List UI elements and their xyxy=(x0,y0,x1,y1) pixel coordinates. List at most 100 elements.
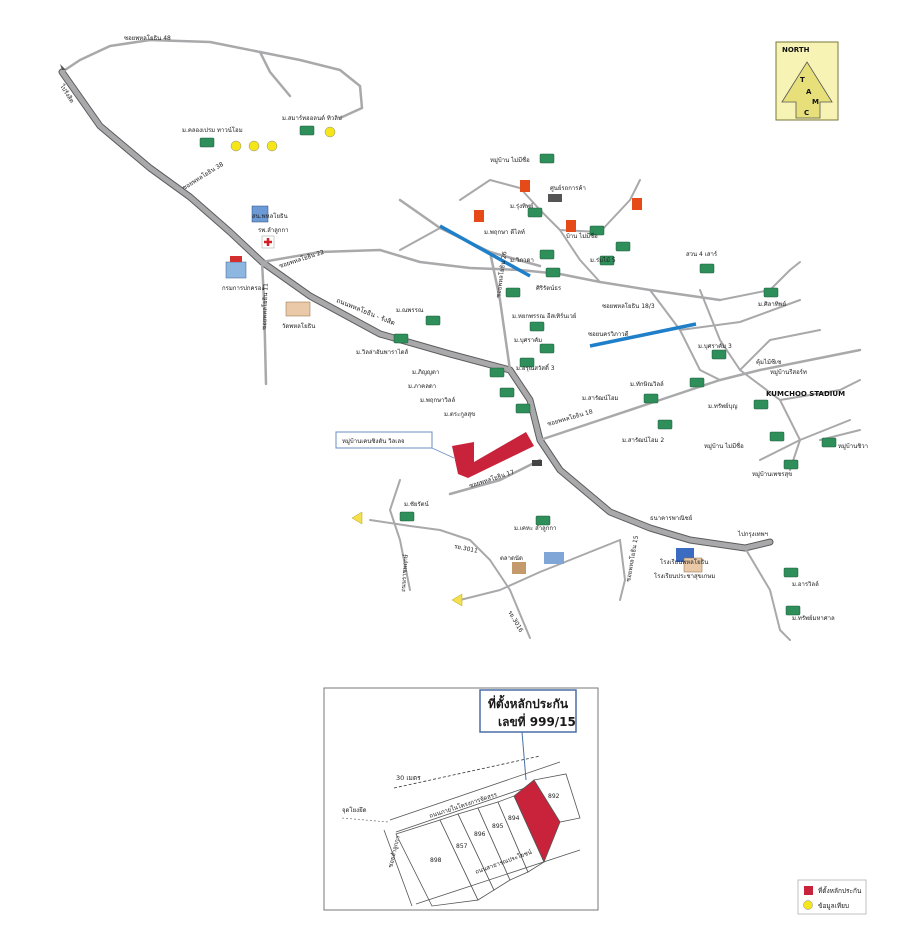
store-icon xyxy=(474,210,484,222)
road-label: ซอยนครวิภาวดี xyxy=(588,330,629,338)
village-icon xyxy=(425,315,441,326)
place-label: สวน 4 เสาร์ xyxy=(686,250,718,258)
lot-number: 892 xyxy=(548,793,560,800)
temple-icon xyxy=(285,301,311,317)
village-icon xyxy=(505,287,521,298)
place-label: ม.ทักษิณวิลล์ xyxy=(630,380,664,388)
place-label: สน.พหลโยธิน xyxy=(252,212,288,220)
north-label: NORTH xyxy=(782,46,810,54)
village-icon xyxy=(399,511,415,522)
store-icon xyxy=(632,198,642,210)
village-icon xyxy=(499,387,515,398)
place-label: หมู่บ้านรีสอร์ท xyxy=(770,368,807,376)
village-icon xyxy=(199,137,215,148)
store-icon xyxy=(566,220,576,232)
north-letter: T xyxy=(800,76,805,84)
place-label: ม.สารัฒน์โฮม xyxy=(582,394,619,402)
road-label: รย.3011 xyxy=(454,543,479,555)
truck-icon xyxy=(548,194,562,202)
car-icon xyxy=(532,460,542,466)
north-letter: M xyxy=(812,98,819,106)
village-icon xyxy=(763,287,779,298)
hospital-cross-icon xyxy=(264,238,272,246)
legend-yellow-swatch xyxy=(803,900,813,910)
village-icon xyxy=(393,333,409,344)
village-icon xyxy=(539,249,555,260)
place-label: ม.ร่มไม้ 5 xyxy=(590,256,616,264)
village-icon xyxy=(785,605,801,616)
place-label: ม.อรุณสวัสดิ์ 3 xyxy=(516,363,555,372)
legend-label: ข้อมูลเทียบ xyxy=(818,902,849,910)
place-label: ม.บุศราคัม 3 xyxy=(698,343,732,350)
village-icon xyxy=(643,393,659,404)
north-letter: A xyxy=(806,88,812,96)
comparable-marker xyxy=(324,126,336,138)
road-label: ไปกรุงเทพฯ xyxy=(737,530,768,538)
blue-road-2 xyxy=(589,322,697,348)
village-icon xyxy=(299,125,315,136)
place-label: หมู่บ้านชิวา xyxy=(838,443,868,450)
place-label: ธนาคารพาณิชย์ xyxy=(650,514,692,522)
village-icon xyxy=(821,437,837,448)
place-label: หมู่บ้าน ไม่มีชื่อ xyxy=(704,442,744,450)
place-label: ม.อารวิลล์ xyxy=(792,580,819,588)
road-network xyxy=(58,38,862,641)
arrow-up-icon xyxy=(60,64,66,70)
place-label: รพ.ลำลูกกา xyxy=(258,227,288,234)
place-label: หมู่บ้านเพชรสุข xyxy=(752,471,792,478)
place-label: ม.หยกพรรณ อีสเทิร์นเวย์ xyxy=(512,312,576,320)
village-icon xyxy=(545,267,561,278)
distance-label: 30 เมตร xyxy=(396,774,421,782)
road-label: ซอยพหลโยธิน 48 xyxy=(124,34,171,42)
place-label: ศิริรัตน์ธร xyxy=(536,284,562,292)
lot-number: 895 xyxy=(492,823,504,830)
place-label: หมู่บ้าน ไม่มีชื่อ xyxy=(490,156,530,164)
plot-plan-inset: ที่ตั้งหลักประกัน เลขที่ 999/15 30 เมตร … xyxy=(323,687,599,911)
legend-red-swatch xyxy=(804,886,813,895)
north-letter: C xyxy=(804,109,809,117)
place-label: ม.สมาร์ทฮอลนด์ ทิวลิป xyxy=(282,114,342,122)
place-label: ตลาดนัด xyxy=(500,555,523,562)
place-label: โรงเรียนประชาสุขเกษม xyxy=(654,572,715,580)
village-icon xyxy=(657,419,673,430)
comparable-markers xyxy=(230,126,336,152)
place-label: ม.คลองเปรม ทาวน์โฮม xyxy=(182,126,243,134)
inset-title: ที่ตั้งหลักประกัน xyxy=(488,694,569,711)
place-label: ม.ชัยรัตน์ xyxy=(404,500,429,508)
village-icon xyxy=(539,343,555,354)
place-label: กรมการปกครอง xyxy=(222,285,264,292)
comparable-marker xyxy=(230,140,242,152)
village-icon xyxy=(535,515,551,526)
place-label: ม.บุศราคัม xyxy=(514,337,542,344)
place-label: ม.ภิญญดา xyxy=(412,369,439,376)
place-label: ม.รุ่งทิพย์ xyxy=(510,202,533,210)
road-label: ถนนราชพฤกษ์ xyxy=(399,554,410,592)
place-labels: ม.คลองเปรม ทาวน์โฮม ม.สมาร์ทฮอลนด์ ทิวลิ… xyxy=(182,114,868,622)
place-label: ม.ศิลาทิพย์ xyxy=(758,300,786,308)
flag-icon xyxy=(230,256,242,262)
road-label: ซอยพหลโยธิน 15 xyxy=(624,535,640,583)
arrow-left-icon xyxy=(351,511,363,525)
place-label: ม.ทรัพย์บุญ xyxy=(708,402,737,410)
north-arrow: NORTH T A M C xyxy=(775,41,839,121)
school-building-icon xyxy=(683,557,703,573)
place-label: ม.ตระกูลสุข xyxy=(444,411,475,418)
building-icon xyxy=(251,205,269,223)
village-icon xyxy=(599,255,615,266)
stadium-label: KUMCHOO STADIUM xyxy=(766,390,845,398)
place-label: คุ้มไม้ซีเซ xyxy=(756,358,781,366)
place-label: ม.พฤกษา ดีไลท์ xyxy=(484,228,525,236)
village-icon xyxy=(529,321,545,332)
lot-number: 894 xyxy=(508,815,520,822)
village-icon xyxy=(527,207,543,218)
road-label: ซอยพหลโยธิน 11 xyxy=(260,283,270,330)
lot-number: 896 xyxy=(474,831,486,838)
village-icon xyxy=(515,403,531,414)
place-label: ม.วิลล่าอันพาราไดส์ xyxy=(356,348,408,356)
landmark-icons xyxy=(225,180,703,574)
village-icon xyxy=(783,567,799,578)
place-label: ม.วิภาดา xyxy=(510,257,534,264)
village-icon xyxy=(489,367,505,378)
place-label: โรงเรียนพหลโยธิน xyxy=(660,558,708,566)
inset-landmark-label: จุดโยงยึด xyxy=(342,806,367,814)
